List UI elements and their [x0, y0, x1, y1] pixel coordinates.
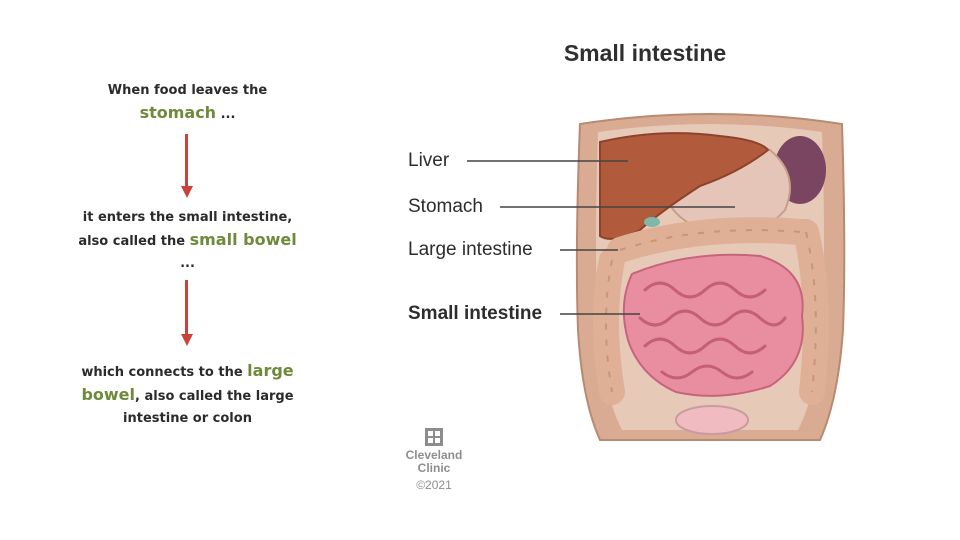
flow-step-3-text: which connects to the: [81, 365, 248, 380]
label-large-intestine: Large intestine: [408, 239, 533, 260]
colon-haustra: [605, 229, 817, 393]
credit-org-line-2: Clinic: [417, 461, 451, 475]
diagram-title: Small intestine: [563, 40, 727, 66]
stomach-highlight: stomach: [139, 103, 217, 122]
flow-step-2-ellipsis: ...: [180, 256, 195, 271]
flow-step-1-ellipsis: ...: [216, 107, 236, 122]
cleveland-clinic-logo-icon: [425, 428, 443, 446]
small-intestine-loops: [638, 281, 787, 380]
flow-step-3-tail: , also called the large intestine or col…: [123, 389, 294, 426]
small-bowel-highlight: small bowel: [189, 230, 297, 249]
flow-step-1-text: When food leaves the: [107, 83, 268, 98]
flow-step-small-bowel: it enters the small intestine, also call…: [40, 207, 335, 275]
cleveland-clinic-credit: Cleveland Clinic ©2021: [398, 428, 470, 493]
flow-step-2-text: it enters the small intestine, also call…: [78, 210, 293, 249]
credit-copyright: ©2021: [416, 478, 452, 492]
down-arrow-1: [181, 134, 193, 198]
bowel-highlight: bowel: [81, 385, 136, 404]
label-stomach: Stomach: [408, 196, 483, 217]
flow-step-stomach: When food leaves the stomach ...: [40, 80, 335, 126]
label-liver: Liver: [408, 150, 450, 171]
gallbladder: [644, 217, 660, 227]
descending-colon: [793, 219, 829, 405]
down-arrow-2: [181, 280, 193, 346]
large-highlight: large: [247, 361, 294, 380]
flow-step-large-bowel: which connects to the large bowel, also …: [40, 360, 335, 430]
label-small-intestine: Small intestine: [408, 303, 543, 324]
credit-org-line-1: Cleveland: [405, 448, 463, 462]
bladder: [675, 405, 749, 435]
